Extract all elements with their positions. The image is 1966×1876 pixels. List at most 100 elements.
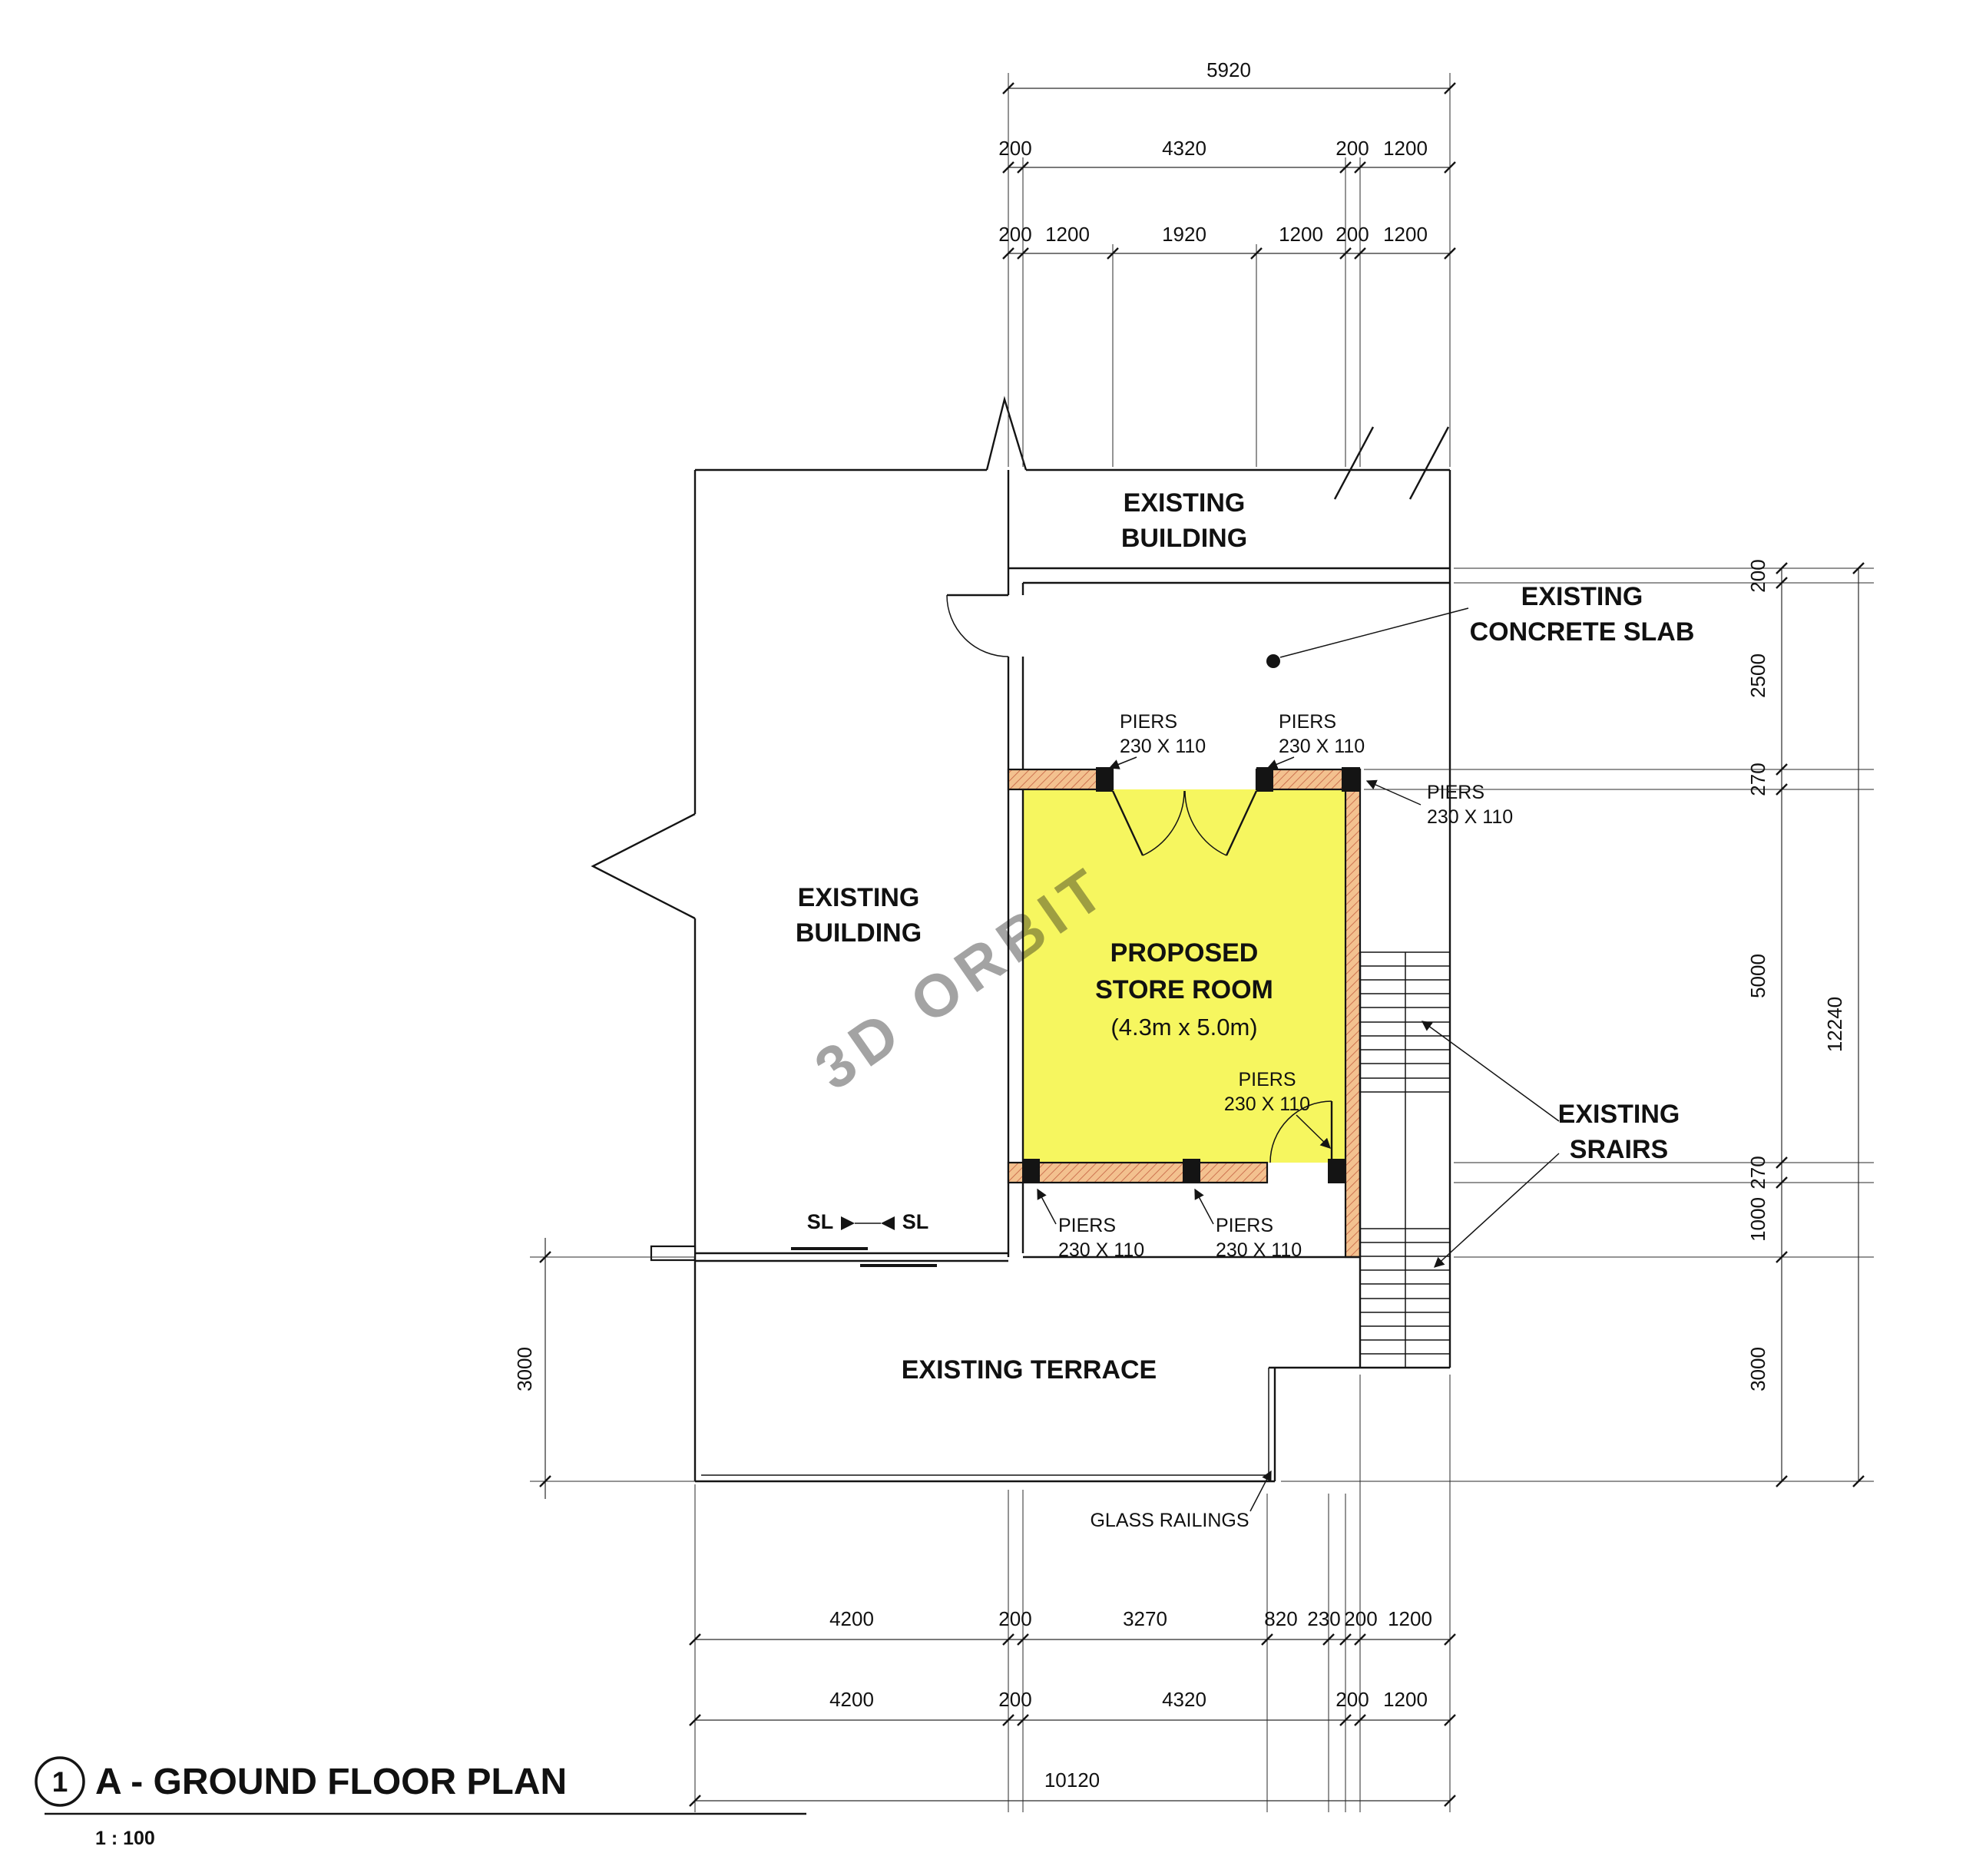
sliding-door-arrow-right-icon <box>881 1216 895 1230</box>
label-existing-building-top-line1: EXISTING <box>1124 488 1246 518</box>
store-room-floor <box>1023 789 1345 1163</box>
dim-right-1: 2500 <box>1746 653 1769 698</box>
concrete-slab-leader <box>1279 607 1469 658</box>
label-existing-building-top-line2: BUILDING <box>1121 524 1247 553</box>
label-sliding-door-right: SL <box>902 1210 929 1233</box>
dim-left-terrace-depth: 3000 <box>513 1347 536 1391</box>
dim-top-row3-0: 200 <box>998 223 1031 246</box>
pier-bottom-middle-leader <box>1194 1188 1214 1225</box>
right-wall <box>1344 768 1362 1259</box>
dim-top-row2-1: 4320 <box>1162 137 1206 160</box>
dim-bottom-row2-1: 200 <box>998 1688 1031 1711</box>
dim-top-row3-2: 1920 <box>1162 223 1206 246</box>
label-existing-stairs-line2: SRAIRS <box>1570 1135 1668 1164</box>
dim-top-row2-0: 200 <box>998 137 1031 160</box>
pier-bottom-left-leader <box>1037 1188 1057 1225</box>
interior-wall-horizontal <box>1008 567 1450 584</box>
top-wall-left-segment <box>1007 768 1114 791</box>
left-dimension: 3000 <box>513 1238 695 1499</box>
building-outline <box>591 395 1451 1368</box>
label-pier-bottom-left-line2: 230 X 110 <box>1058 1239 1144 1261</box>
pier-corner-leader <box>1365 779 1422 806</box>
label-existing-stairs-line1: EXISTING <box>1558 1100 1680 1129</box>
dim-bottom-row1-0: 4200 <box>829 1607 874 1630</box>
dim-right-3: 5000 <box>1746 954 1769 998</box>
sliding-door-arrow-left-icon <box>841 1216 855 1230</box>
top-dimensions: 5920 200 4320 200 1200 200 1200 1920 120… <box>998 58 1456 467</box>
label-existing-terrace: EXISTING TERRACE <box>902 1355 1157 1385</box>
piers <box>1022 767 1360 1183</box>
dim-bottom-row1-2: 3270 <box>1123 1607 1167 1630</box>
label-pier-bottom-left-line1: PIERS <box>1058 1215 1116 1236</box>
drawing-scale: 1 : 100 <box>95 1828 155 1849</box>
label-proposed-store-room-size: (4.3m x 5.0m) <box>1110 1014 1257 1041</box>
annotations: EXISTING BUILDING EXISTING CONCRETE SLAB… <box>796 488 1695 1531</box>
pier-top-right <box>1256 767 1273 792</box>
bottom-dimensions: 4200 200 3270 820 230 200 1200 4200 200 … <box>689 1375 1456 1812</box>
break-mark-top-right <box>1333 426 1450 500</box>
stairs-upper-leader <box>1421 1021 1560 1122</box>
glass-railings-leader <box>1249 1470 1272 1512</box>
dim-right-2: 270 <box>1746 763 1769 796</box>
pier-bottom-door-leader <box>1296 1114 1331 1149</box>
dim-top-row3-1: 1200 <box>1045 223 1090 246</box>
dim-bottom-row2-3: 200 <box>1335 1688 1369 1711</box>
dim-top-overall: 5920 <box>1206 58 1251 81</box>
interior-door-swing-arc <box>946 594 1009 657</box>
dim-bottom-row2-0: 4200 <box>829 1688 874 1711</box>
terrace-side-door <box>650 1245 697 1262</box>
sheet-number: 1 <box>52 1766 68 1798</box>
label-proposed-store-room-line1: PROPOSED <box>1110 938 1259 968</box>
dim-right-6: 3000 <box>1746 1347 1769 1391</box>
store-room <box>1023 789 1345 1163</box>
page-title: A - GROUND FLOOR PLAN <box>95 1762 567 1802</box>
concrete-slab-marker-dot <box>1266 654 1280 668</box>
pier-top-left <box>1096 767 1113 792</box>
dim-right-4: 270 <box>1746 1156 1769 1189</box>
label-pier-top-left-line2: 230 X 110 <box>1120 736 1206 757</box>
pier-bottom-middle <box>1183 1159 1200 1183</box>
dim-bottom-row2-4: 1200 <box>1383 1688 1428 1711</box>
sheet-number-circle-icon <box>35 1756 85 1807</box>
label-pier-bottom-middle-line2: 230 X 110 <box>1216 1239 1302 1261</box>
label-existing-building-left-line2: BUILDING <box>796 918 922 948</box>
dim-right-overall: 12240 <box>1823 997 1846 1052</box>
label-existing-building-left-line1: EXISTING <box>798 883 920 912</box>
pier-top-right-leader <box>1266 756 1295 769</box>
dim-top-row3-4: 200 <box>1335 223 1369 246</box>
stairs <box>1269 951 1450 1369</box>
label-pier-corner-line2: 230 X 110 <box>1427 806 1513 828</box>
stairs-lower-treads <box>1360 1228 1450 1355</box>
terrace-north-wall <box>695 1252 1008 1262</box>
dim-bottom-overall: 10120 <box>1044 1768 1100 1792</box>
dim-right-0: 200 <box>1746 559 1769 592</box>
title-block: 1 A - GROUND FLOOR PLAN 1 : 100 <box>35 1756 806 1849</box>
label-sliding-door-left: SL <box>807 1210 834 1233</box>
dim-bottom-row2-2: 4320 <box>1162 1688 1206 1711</box>
double-door-leaves <box>1111 790 1258 856</box>
pier-bottom-left <box>1022 1159 1040 1183</box>
pier-top-corner <box>1342 767 1360 792</box>
label-pier-corner-line1: PIERS <box>1427 782 1484 803</box>
dim-bottom-row1-4: 230 <box>1307 1607 1340 1630</box>
glass-railing-outer <box>695 1368 1276 1483</box>
pier-top-left-leader <box>1108 756 1137 769</box>
bottom-wall <box>1007 1161 1269 1184</box>
dim-top-row3-3: 1200 <box>1279 223 1323 246</box>
label-proposed-store-room-line2: STORE ROOM <box>1095 975 1273 1004</box>
break-mark-left <box>591 812 696 920</box>
dim-bottom-row1-6: 1200 <box>1388 1607 1432 1630</box>
pier-bottom-door <box>1328 1159 1345 1183</box>
stairs-lower-leader <box>1434 1153 1560 1268</box>
dim-top-row2-2: 200 <box>1335 137 1369 160</box>
dim-right-5: 1000 <box>1746 1197 1769 1242</box>
dim-top-row3-5: 1200 <box>1383 223 1428 246</box>
label-pier-bottom-door-line1: PIERS <box>1238 1069 1296 1090</box>
sliding-door-panels <box>791 1247 937 1267</box>
label-pier-bottom-door-line2: 230 X 110 <box>1224 1094 1310 1115</box>
label-pier-top-right-line2: 230 X 110 <box>1279 736 1365 757</box>
dim-bottom-row1-1: 200 <box>998 1607 1031 1630</box>
glass-railing-inner <box>701 1368 1269 1476</box>
